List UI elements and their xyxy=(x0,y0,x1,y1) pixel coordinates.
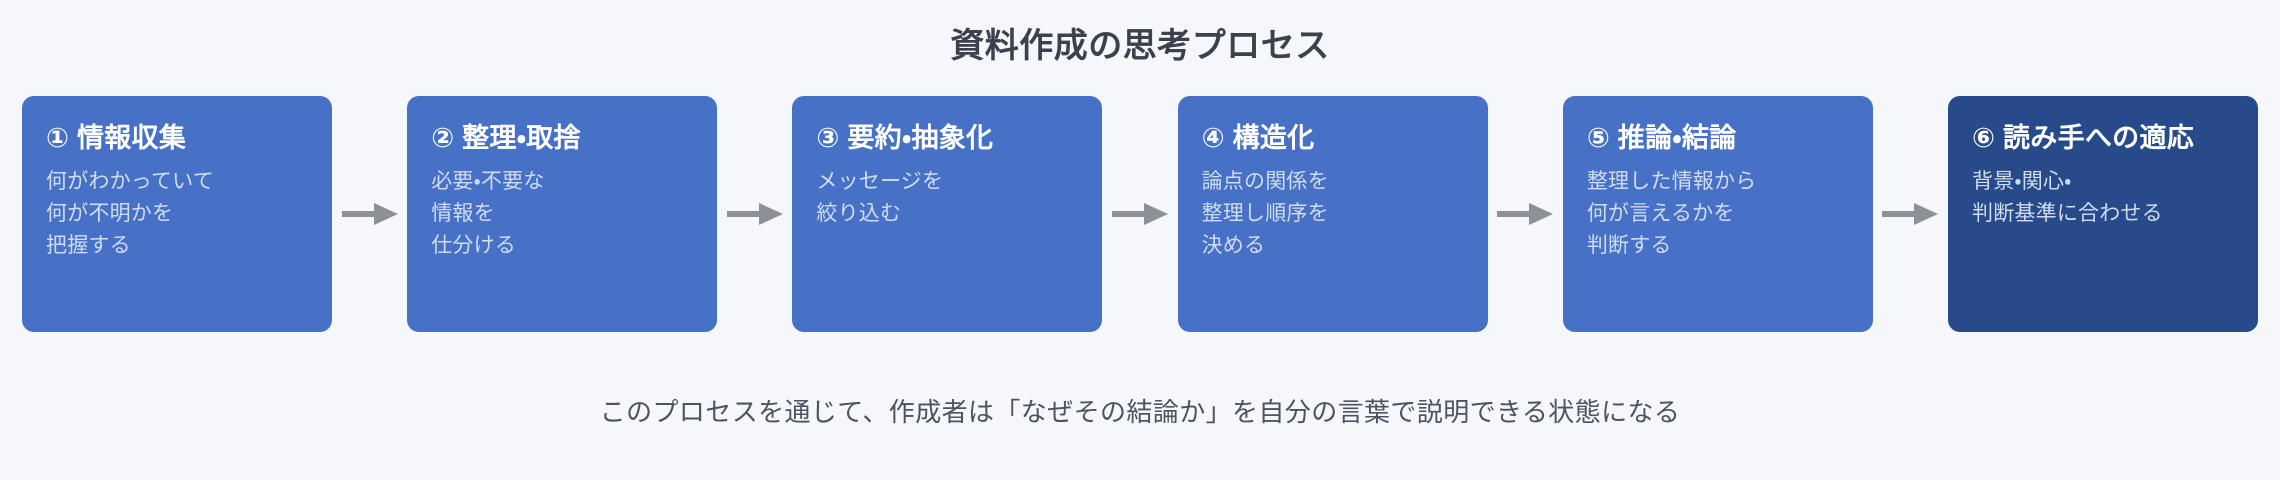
process-flow-row: ① 情報収集 何がわかっていて 何が不明かを 把握する ② 整理・取捨 必要・不… xyxy=(22,96,2259,332)
page-title: 資料作成の思考プロセス xyxy=(950,27,1330,65)
step-4-body: 論点の関係を 整理し順序を 決める xyxy=(1201,169,1329,257)
arrow-right-icon xyxy=(726,203,783,225)
step-card-3[interactable]: ③ 要約・抽象化 メッセージを 絞り込む xyxy=(792,96,1103,332)
step-2-body: 必要・不要な 情報を 仕分ける xyxy=(431,169,545,257)
arrow-right-icon xyxy=(1497,203,1554,225)
step-2-heading: ② 整理・取捨 xyxy=(431,123,581,153)
step-card-6[interactable]: ⑥ 読み手への適応 背景・関心・ 判断基準に合わせる xyxy=(1948,96,2259,332)
step-card-1[interactable]: ① 情報収集 何がわかっていて 何が不明かを 把握する xyxy=(22,96,332,332)
connector-4-to-5 xyxy=(1488,96,1563,332)
step-card-5[interactable]: ⑤ 推論・結論 整理した情報から 何が言えるかを 判断する xyxy=(1562,96,1873,332)
step-card-2[interactable]: ② 整理・取捨 必要・不要な 情報を 仕分ける xyxy=(407,96,718,332)
step-6-heading: ⑥ 読み手への適応 xyxy=(1972,123,2195,153)
step-5-body: 整理した情報から 何が言えるかを 判断する xyxy=(1586,169,1757,257)
step-4-heading: ④ 構造化 xyxy=(1201,123,1315,153)
connector-3-to-4 xyxy=(1102,96,1177,332)
step-3-heading: ③ 要約・抽象化 xyxy=(816,123,994,153)
step-card-4[interactable]: ④ 構造化 論点の関係を 整理し順序を 決める xyxy=(1177,96,1488,332)
connector-1-to-2 xyxy=(332,96,407,332)
step-1-body: 何がわかっていて 何が不明かを 把握する xyxy=(46,169,214,257)
step-3-body: メッセージを 絞り込む xyxy=(816,169,944,225)
connector-5-to-6 xyxy=(1873,96,1948,332)
footer-note: このプロセスを通じて、作成者は「なぜその結論か」を自分の言葉で説明できる状態にな… xyxy=(599,397,1681,427)
arrow-right-icon xyxy=(1112,203,1168,225)
arrow-right-icon xyxy=(1882,203,1939,225)
step-1-heading: ① 情報収集 xyxy=(46,123,187,153)
step-5-heading: ⑤ 推論・結論 xyxy=(1586,123,1737,153)
arrow-right-icon xyxy=(341,203,398,225)
step-6-body: 背景・関心・ 判断基準に合わせる xyxy=(1972,169,2163,225)
connector-2-to-3 xyxy=(717,96,792,332)
